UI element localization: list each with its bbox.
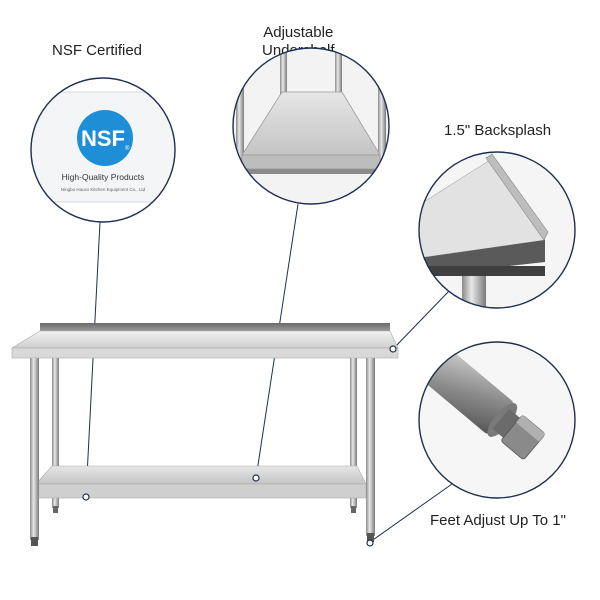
foot-front-right	[367, 533, 374, 542]
nsf-leader-line	[85, 221, 101, 497]
foot-back-left	[53, 506, 58, 513]
undershelf-callout-circle	[232, 47, 390, 205]
backsplash-label: 1.5" Backsplash	[444, 122, 552, 139]
backsplash-leader-dot	[389, 345, 397, 353]
table-top	[10, 330, 399, 349]
table-top-edge	[11, 347, 399, 359]
table-leg-back-right	[350, 358, 357, 508]
undershelf-detail-leg-right	[335, 48, 342, 118]
undershelf-detail-leg-left	[280, 48, 287, 118]
nsf-maker: Ningbo Hauxx Kitchen Equipment Co., Ltd	[61, 187, 146, 192]
work-table	[10, 323, 399, 546]
leader-dots	[82, 345, 397, 547]
undershelf-detail-leg-front-left	[236, 60, 244, 160]
undershelf-detail-leg-front-right	[378, 60, 386, 160]
table-leg-back-left	[52, 358, 59, 508]
foot-back-right	[351, 506, 356, 513]
feet-detail-collar	[492, 408, 522, 440]
table-undershelf	[35, 465, 367, 485]
undershelf-leader-dot	[252, 474, 260, 482]
undershelf-label-line1: Adjustable	[263, 24, 334, 41]
foot-front-left	[31, 537, 38, 546]
nsf-tagline: High-Quality Products	[62, 172, 145, 182]
nsf-certified-label: NSF Certified	[52, 42, 143, 59]
table-leg-front-right	[366, 358, 375, 536]
nsf-leader-dot	[82, 493, 90, 501]
feet-callout-circle	[418, 341, 576, 499]
nsf-registered-mark: ®	[125, 145, 130, 152]
nsf-logo-text: NSF	[81, 126, 125, 151]
table-backsplash	[40, 323, 390, 331]
undershelf-detail-edge	[241, 154, 381, 170]
table-leg-front-left	[30, 358, 39, 540]
backsplash-callout-circle	[418, 151, 576, 309]
backsplash-detail-leg	[462, 276, 486, 308]
feet-leader-line	[369, 483, 453, 543]
backsplash-detail-lip	[485, 153, 549, 241]
feet-adjust-label: Feet Adjust Up To 1"	[430, 512, 566, 529]
feet-leader-dot	[366, 539, 374, 547]
nsf-logo-mark	[77, 110, 133, 166]
nsf-callout-circle: NSF ® High-Quality Products Ningbo Hauxx…	[30, 77, 176, 223]
backsplash-leader-line	[393, 289, 451, 349]
feet-detail-leg-tube	[422, 348, 514, 434]
